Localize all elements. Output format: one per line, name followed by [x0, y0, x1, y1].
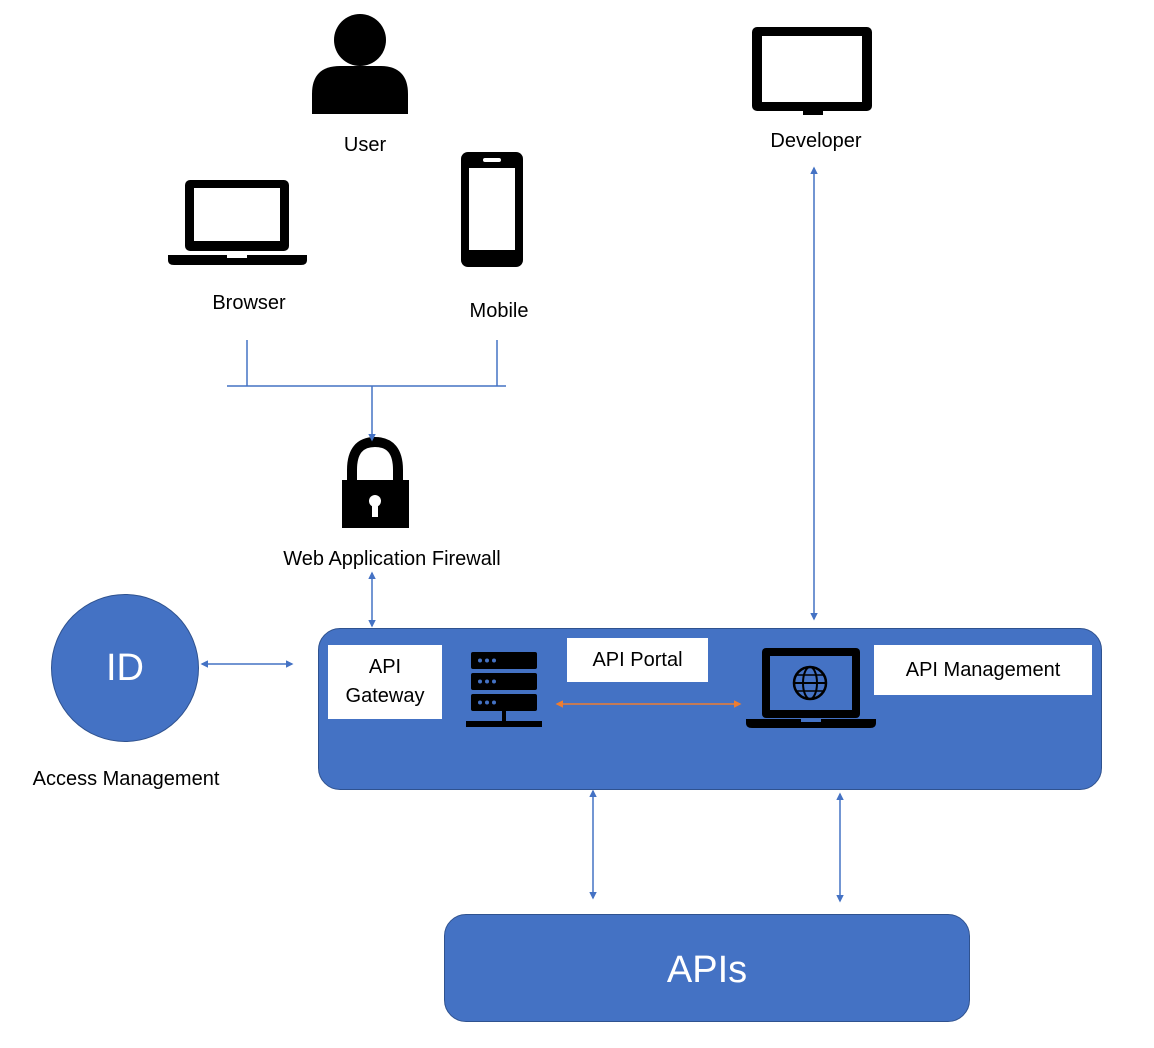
- lock-icon: [342, 436, 409, 528]
- waf-label: Web Application Firewall: [283, 548, 501, 570]
- user-label: User: [343, 134, 387, 156]
- apis-label: APIs: [666, 949, 748, 991]
- api-gateway-label-line2: Gateway: [345, 685, 425, 707]
- api-management-box[interactable]: API Management: [874, 645, 1092, 695]
- id-badge-label: ID: [106, 647, 144, 689]
- api-gateway-box[interactable]: API Gateway: [328, 645, 442, 719]
- api-portal-label: API Portal: [592, 648, 683, 671]
- access-management-label: Access Management: [32, 768, 220, 790]
- developer-label: Developer: [770, 130, 862, 152]
- api-portal-box[interactable]: API Portal: [567, 638, 708, 682]
- mobile-phone-icon: [461, 152, 523, 267]
- connectors: [200, 166, 844, 903]
- server-icon: [466, 652, 542, 727]
- api-gateway-label-line1: API: [368, 656, 402, 678]
- apis-box[interactable]: [444, 914, 970, 1022]
- access-management-node[interactable]: ID: [51, 594, 199, 742]
- laptop-icon: [168, 180, 307, 265]
- monitor-icon: [752, 27, 872, 115]
- user-icon: [312, 14, 408, 114]
- api-management-label: API Management: [905, 658, 1061, 681]
- mobile-label: Mobile: [469, 300, 529, 322]
- browser-label: Browser: [212, 292, 286, 314]
- laptop-globe-icon: [746, 648, 876, 728]
